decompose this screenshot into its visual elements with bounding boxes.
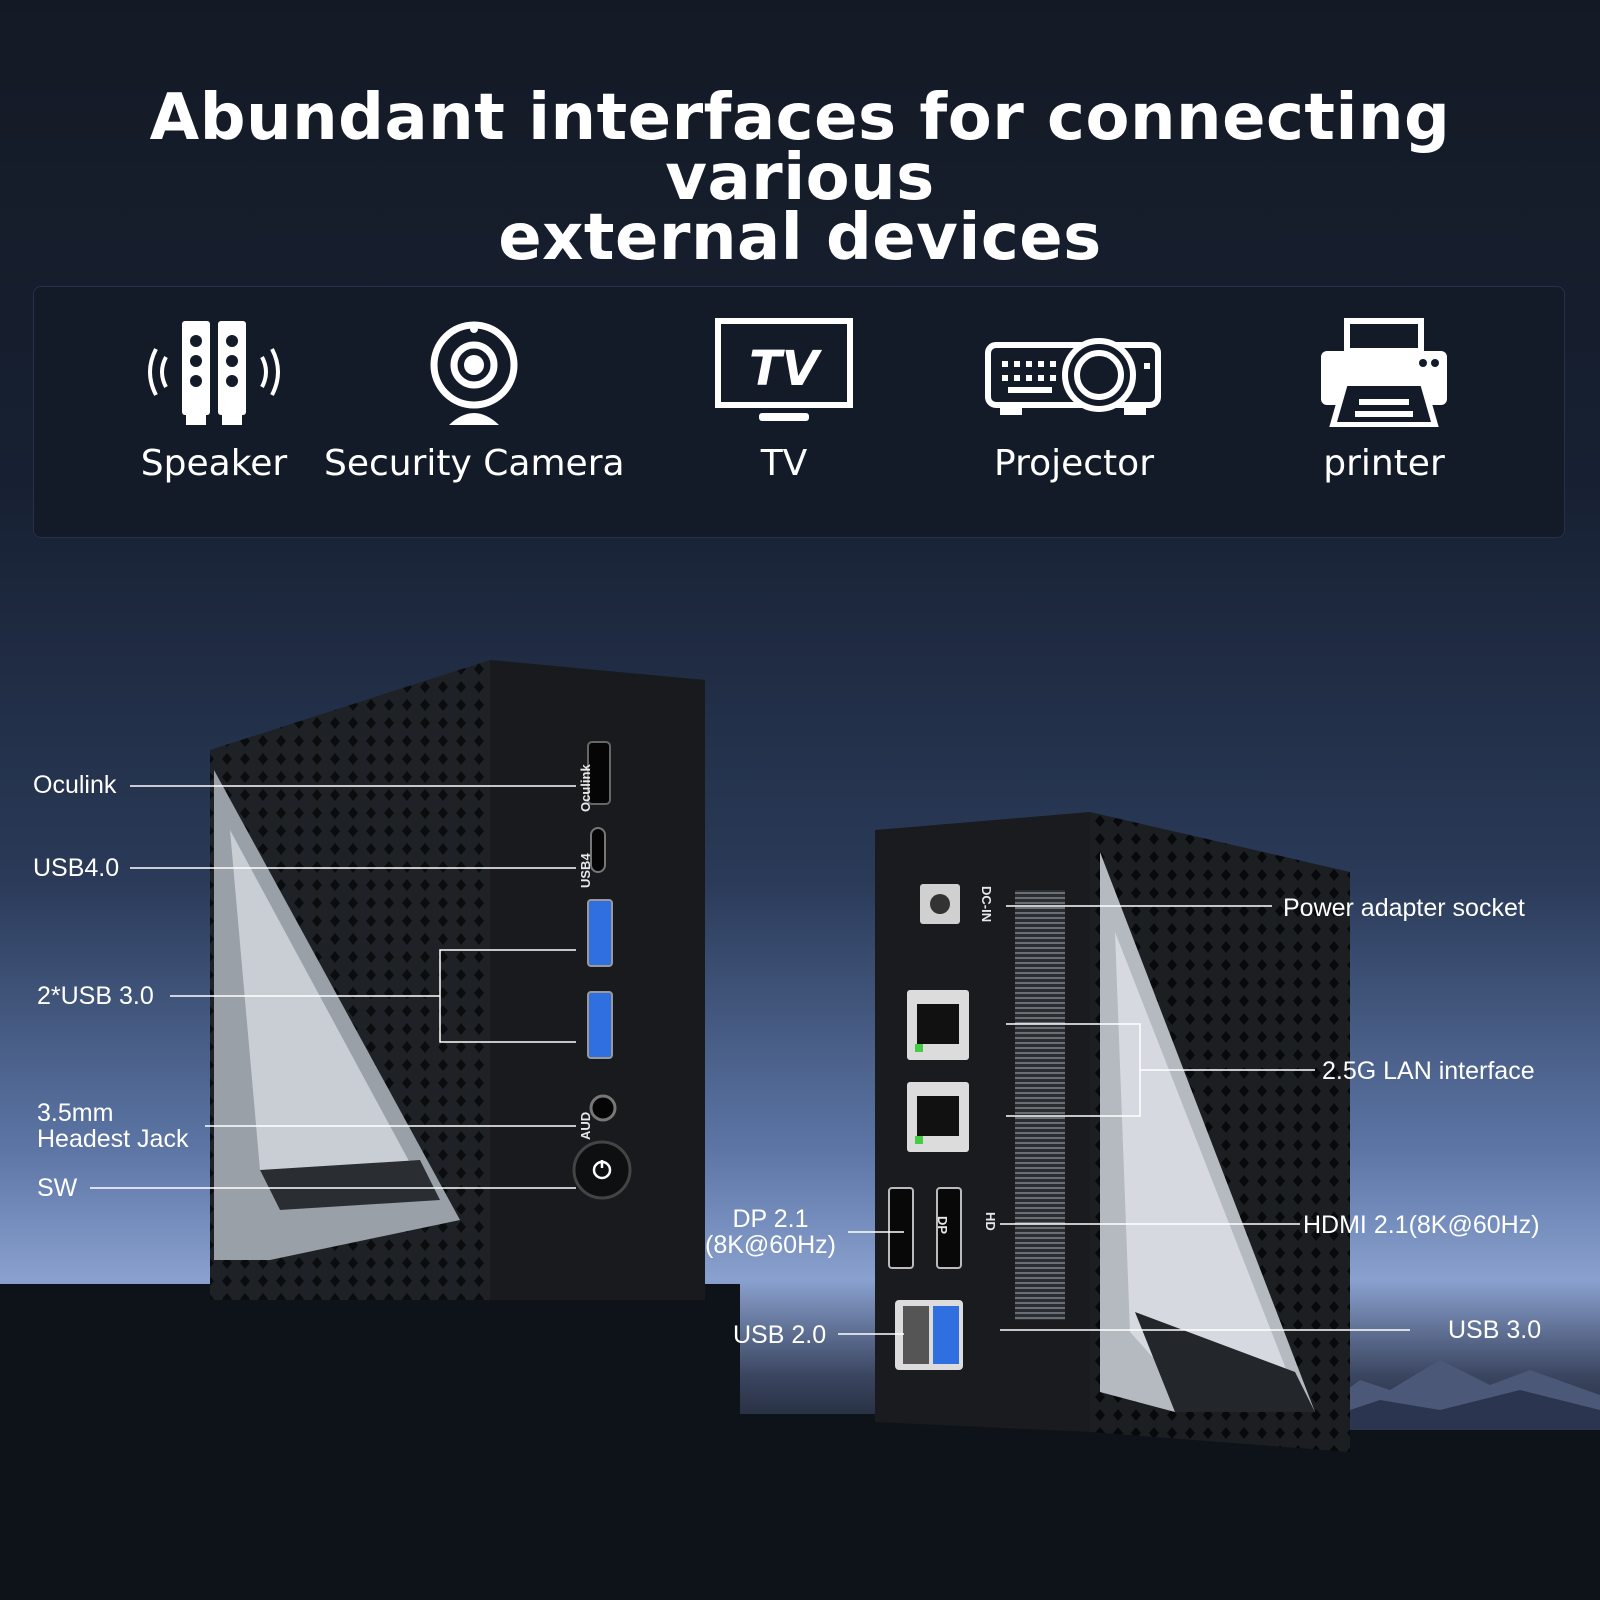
projector-icon bbox=[985, 338, 1161, 415]
callout-hdmi: HDMI 2.1(8K@60Hz) bbox=[1303, 1211, 1540, 1239]
device-label: TV bbox=[760, 443, 808, 484]
mini-pc-front bbox=[210, 660, 705, 1300]
callout-lan: 2.5G LAN interface bbox=[1322, 1057, 1535, 1085]
callout-dp-line1: DP 2.1 bbox=[732, 1205, 809, 1233]
callout-dp: DP 2.1 (8K@60Hz) bbox=[705, 1206, 836, 1258]
callout-sw: SW bbox=[37, 1174, 78, 1202]
callout-headset-jack: 3.5mm Headest Jack bbox=[37, 1100, 188, 1152]
mini-pc-rear bbox=[875, 812, 1350, 1452]
printer-icon bbox=[1321, 318, 1447, 427]
device-speaker: Speaker bbox=[114, 317, 314, 484]
callout-headset-jack-line1: 3.5mm bbox=[37, 1099, 114, 1127]
headline-line-2: external devices bbox=[498, 201, 1102, 275]
device-label: Speaker bbox=[140, 443, 288, 484]
callout-usb3-rear: USB 3.0 bbox=[1448, 1316, 1542, 1344]
device-label: Security Camera bbox=[324, 443, 625, 484]
tv-icon-text: TV bbox=[749, 341, 823, 397]
headline: Abundant interfaces for connecting vario… bbox=[40, 81, 1560, 275]
callout-usb2: USB 2.0 bbox=[733, 1321, 827, 1349]
callout-oculink: Oculink bbox=[33, 771, 117, 799]
speaker-icon bbox=[148, 321, 280, 425]
webcam-icon bbox=[430, 321, 518, 425]
callout-usb3-front: 2*USB 3.0 bbox=[37, 982, 154, 1010]
device-security-camera: Security Camera bbox=[324, 317, 625, 484]
pedestal-right bbox=[740, 1414, 1600, 1600]
device-label: printer bbox=[1323, 443, 1445, 484]
device-panel: Speaker Security Camera TV TV bbox=[33, 286, 1565, 538]
callout-usb4: USB4.0 bbox=[33, 854, 120, 882]
device-label: Projector bbox=[994, 443, 1154, 484]
pedestal-left bbox=[0, 1284, 740, 1600]
mountain-backdrop bbox=[1320, 1360, 1600, 1430]
device-printer: printer bbox=[1284, 317, 1484, 484]
device-projector: Projector bbox=[974, 317, 1174, 484]
callout-headset-jack-line2: Headest Jack bbox=[37, 1125, 189, 1153]
callout-dp-line2: (8K@60Hz) bbox=[705, 1231, 836, 1259]
callout-power: Power adapter socket bbox=[1283, 894, 1525, 922]
tv-icon: TV bbox=[715, 318, 853, 421]
device-tv: TV TV bbox=[684, 317, 884, 484]
headline-line-1: Abundant interfaces for connecting vario… bbox=[149, 81, 1451, 215]
